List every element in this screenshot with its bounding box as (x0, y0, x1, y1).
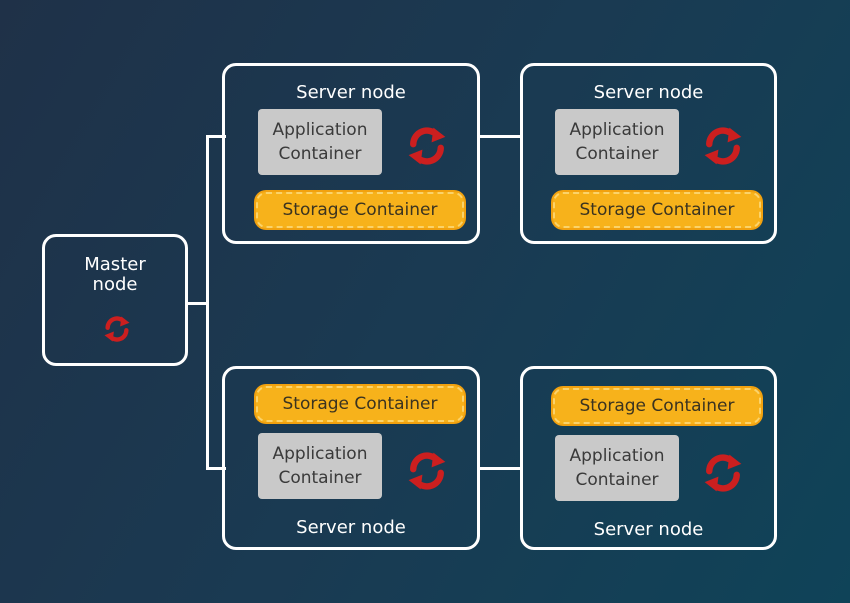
peer-link-bottom (478, 467, 523, 470)
sync-icon (405, 449, 449, 493)
trunk-line (206, 135, 209, 470)
storage-container: Storage Container (256, 192, 464, 228)
server-node-title: Server node (296, 517, 406, 538)
peer-link-top (478, 135, 523, 138)
branch-top (206, 135, 226, 138)
master-link (187, 302, 209, 305)
sync-icon (701, 451, 745, 495)
storage-container: Storage Container (553, 388, 761, 424)
sync-icon (102, 314, 132, 344)
server-node-title: Server node (296, 82, 406, 103)
storage-container: Storage Container (553, 192, 761, 228)
branch-bottom (206, 467, 226, 470)
server-node-title: Server node (593, 519, 704, 540)
sync-icon (701, 124, 745, 168)
master-node: Master node (42, 234, 188, 366)
storage-container: Storage Container (256, 386, 464, 422)
sync-icon (405, 124, 449, 168)
master-node-title: Master node (84, 254, 146, 295)
server-node-title: Server node (593, 82, 704, 103)
